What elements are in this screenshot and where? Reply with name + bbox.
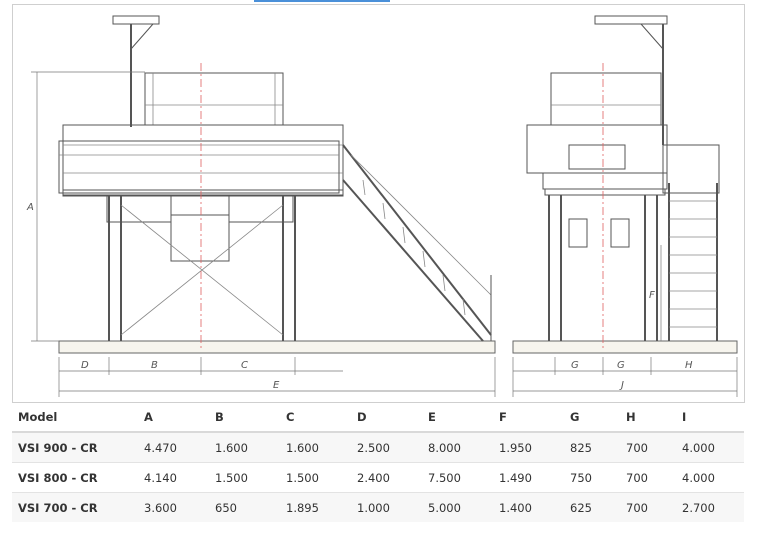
side-platform [526,124,668,174]
cell-b: 1.600 [209,431,280,463]
table-header-row: Model A B C D E F G H I [12,403,744,433]
front-hoist-beam [112,15,160,25]
dim-label-d: D [81,360,89,371]
front-railing [58,140,340,194]
table-row: VSI 900 - CR 4.470 1.600 1.600 2.500 8.0… [12,431,744,463]
col-header-model: Model [12,403,138,433]
dim-label-f: F [649,290,655,301]
col-header-d: D [351,403,422,433]
cell-d: 2.500 [351,431,422,463]
side-ground-slab [512,340,738,354]
front-motor-housing [144,72,284,126]
technical-drawing: A D B C E [12,4,745,403]
cell-h: 700 [620,431,676,463]
cell-g: 625 [564,492,620,522]
cell-b: 1.500 [209,462,280,493]
cell-c: 1.500 [280,462,351,493]
table-row: VSI 700 - CR 3.600 650 1.895 1.000 5.000… [12,492,744,522]
front-stairs [342,144,492,342]
cell-i: 4.000 [676,462,744,493]
cell-c: 1.895 [280,492,351,522]
cell-g: 825 [564,431,620,463]
cell-a: 4.140 [138,462,209,493]
cell-d: 1.000 [351,492,422,522]
col-header-c: C [280,403,351,433]
cell-f: 1.400 [493,492,564,522]
cell-i: 4.000 [676,431,744,463]
dim-label-j: J [619,380,624,391]
side-motor-housing [550,72,662,126]
cell-a: 3.600 [138,492,209,522]
dim-label-e: E [273,380,280,391]
drawing-svg: A D B C E [26,15,738,397]
top-accent-bar [254,0,390,2]
col-header-a: A [138,403,209,433]
cell-h: 700 [620,462,676,493]
front-ground-slab [58,340,496,354]
dim-label-g-1: G [571,360,579,371]
front-feed-chute [170,214,230,262]
dim-label-b: B [151,360,158,371]
col-header-f: F [493,403,564,433]
col-header-i: I [676,403,744,433]
cell-model: VSI 800 - CR [12,462,138,493]
dim-label-g-2: G [617,360,625,371]
cell-model: VSI 700 - CR [12,492,138,522]
cell-g: 750 [564,462,620,493]
col-header-e: E [422,403,493,433]
cell-c: 1.600 [280,431,351,463]
cell-d: 2.400 [351,462,422,493]
table-row: VSI 800 - CR 4.140 1.500 1.500 2.400 7.5… [12,462,744,493]
cell-e: 5.000 [422,492,493,522]
cell-e: 8.000 [422,431,493,463]
specs-table: Model A B C D E F G H I VSI 900 - CR 4.4… [12,403,744,522]
col-header-g: G [564,403,620,433]
dim-label-h: H [685,360,693,371]
side-ladder [668,183,718,341]
col-header-b: B [209,403,280,433]
dim-label-c: C [241,360,248,371]
cell-model: VSI 900 - CR [12,431,138,463]
col-header-h: H [620,403,676,433]
dim-label-a: A [26,202,34,213]
cell-b: 650 [209,492,280,522]
cell-f: 1.490 [493,462,564,493]
cell-h: 700 [620,492,676,522]
cell-i: 2.700 [676,492,744,522]
side-hoist-beam [594,15,668,25]
side-view: F G G H J [512,15,738,397]
front-view: A D B C E [26,15,496,397]
side-railing [662,144,720,194]
front-platform [62,124,344,196]
cell-f: 1.950 [493,431,564,463]
cell-a: 4.470 [138,431,209,463]
cell-e: 7.500 [422,462,493,493]
